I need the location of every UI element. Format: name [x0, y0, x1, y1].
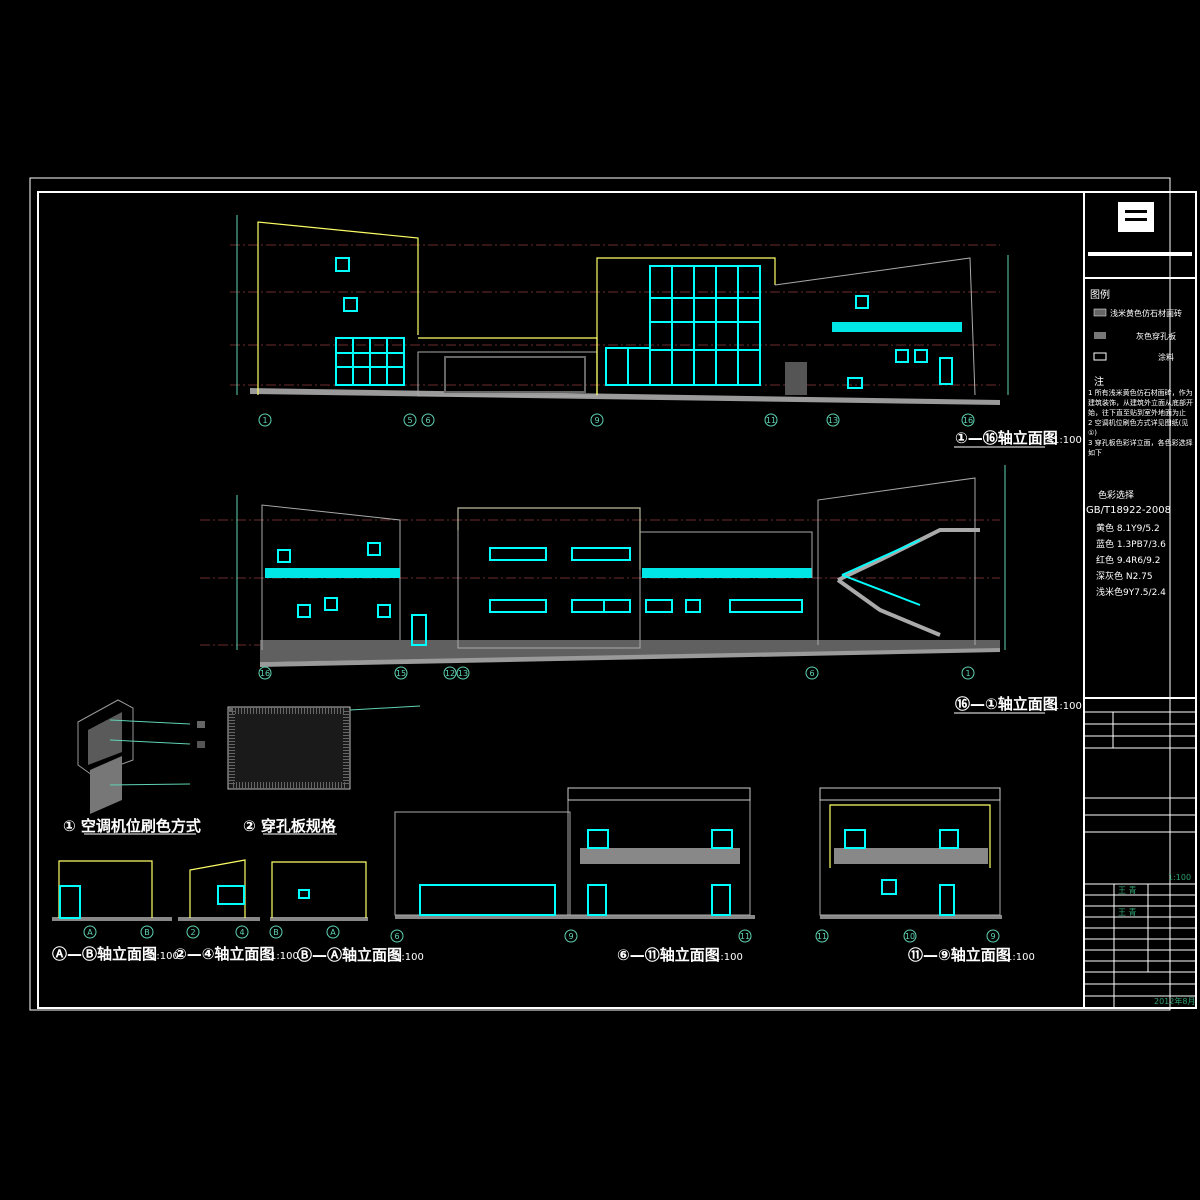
color-spec: 浅米色9Y7.5/2.4 — [1096, 586, 1166, 598]
inner-frame — [37, 191, 1197, 1009]
color-spec: 红色 9.4R6/9.2 — [1096, 554, 1161, 566]
axis-label: 9 — [594, 416, 599, 425]
drawing-title: ① 空调机位刷色方式 — [63, 817, 201, 835]
axis-label: 6 — [425, 416, 430, 425]
axis-label: 11 — [817, 932, 827, 941]
elevation-1-16: 1 5 6 9 11 13 16 ①—⑯轴立面图 1:100 — [230, 215, 1082, 448]
axis-label: 4 — [239, 928, 244, 937]
axis-label: 6 — [394, 932, 399, 941]
color-standard: GB/T18922-2008 — [1086, 505, 1171, 516]
title-block: 图例 浅米黄色仿石材面砖 灰色穿孔板 涂料 注 1 所有浅米黄色仿石材面砖，作为… — [1084, 202, 1196, 1008]
signer-name: 王 青 — [1118, 907, 1137, 917]
axis-label: 2 — [190, 928, 195, 937]
company-logo — [1118, 202, 1154, 232]
axis-label: 1 — [262, 416, 267, 425]
detail-ac-unit: ① 空调机位刷色方式 — [63, 699, 205, 835]
axis-label: 1 — [965, 669, 970, 678]
elevation-11-9: 11 10 9 ⑪—⑨轴立面图 1:100 — [815, 787, 1035, 964]
drawing-title: ⑯—①轴立面图 — [955, 695, 1058, 713]
drawing-scale: 1:100 — [150, 951, 179, 962]
outer-frame — [29, 177, 1171, 1011]
axis-label: 12 — [445, 669, 455, 678]
axis-markers: 1 5 6 9 11 13 16 — [258, 413, 975, 427]
legend-item: 涂料 — [1158, 352, 1174, 362]
drawing-title: ⑥—⑪轴立面图 — [617, 946, 720, 964]
drawing-scale: 1:100 — [1053, 701, 1082, 712]
drawing-title: ⑪—⑨轴立面图 — [908, 946, 1011, 964]
axis-label: 11 — [766, 416, 776, 425]
elevation-6-11: 6 9 11 ⑥—⑪轴立面图 1:100 — [390, 787, 755, 964]
axis-label: A — [330, 928, 336, 937]
elevation-2-4: 2 4 ②—④轴立面图 1:100 — [174, 859, 299, 963]
drawing-scale: 1:100 — [714, 952, 743, 963]
drawing-title: Ⓐ—Ⓑ轴立面图 — [52, 945, 157, 963]
legend-item: 灰色穿孔板 — [1136, 331, 1176, 341]
elevation-a-b: A B Ⓐ—Ⓑ轴立面图 1:100 — [52, 860, 179, 963]
axis-label: 16 — [963, 416, 973, 425]
sheet-date: 2012年8月 — [1154, 996, 1195, 1006]
axis-label: 9 — [990, 932, 995, 941]
legend-item: 浅米黄色仿石材面砖 — [1110, 308, 1182, 318]
axis-label: 10 — [905, 932, 915, 941]
signer-name: 王 青 — [1118, 885, 1137, 895]
drawing-title: Ⓑ—Ⓐ轴立面图 — [297, 946, 402, 964]
color-spec: 蓝色 1.3PB7/3.6 — [1096, 538, 1166, 550]
axis-label: 13 — [458, 669, 468, 678]
note-1: 1 所有浅米黄色仿石材面砖，作为建筑装饰，从建筑外立面从底部开始，往下直至贴到室… — [1088, 389, 1193, 417]
sheet-scale: 1:100 — [1168, 873, 1191, 882]
axis-label: 5 — [407, 416, 412, 425]
drawing-title: ①—⑯轴立面图 — [955, 429, 1058, 447]
axis-label: 16 — [260, 669, 270, 678]
elevation-16-1: 16 15 12 13 6 1 ⑯—①轴立面图 1:100 — [200, 465, 1082, 714]
elevation-b-a: B A Ⓑ—Ⓐ轴立面图 1:100 — [269, 861, 424, 964]
notes-title: 注 — [1094, 375, 1104, 388]
axis-label: 13 — [828, 416, 838, 425]
drawing-scale: 1:100 — [395, 952, 424, 963]
axis-label: 11 — [740, 932, 750, 941]
drawing-title: ②—④轴立面图 — [174, 945, 274, 963]
drawing-scale: 1:100 — [1006, 952, 1035, 963]
note-3: 3 穿孔板色彩详立面，各色彩选择如下 — [1088, 439, 1193, 457]
drawing-title: ② 穿孔板规格 — [243, 817, 337, 835]
detail-perforated-panel: ② 穿孔板规格 — [227, 705, 421, 835]
drawing-scale: 1:100 — [1053, 435, 1082, 446]
color-title: 色彩选择 — [1098, 489, 1134, 501]
drawing-scale: 1:100 — [270, 951, 299, 962]
axis-label: A — [87, 928, 93, 937]
color-spec: 深灰色 N2.75 — [1096, 570, 1153, 582]
axis-label: 15 — [396, 669, 406, 678]
axis-label: 6 — [809, 669, 814, 678]
axis-label: B — [273, 928, 279, 937]
note-2: 2 空调机位刷色方式详见图纸(见①) — [1088, 419, 1189, 437]
axis-label: 9 — [568, 932, 573, 941]
color-spec: 黄色 8.1Y9/5.2 — [1096, 522, 1160, 534]
axis-markers: 16 15 12 13 6 1 — [258, 666, 975, 680]
axis-label: B — [144, 928, 150, 937]
legend-title: 图例 — [1090, 288, 1110, 301]
